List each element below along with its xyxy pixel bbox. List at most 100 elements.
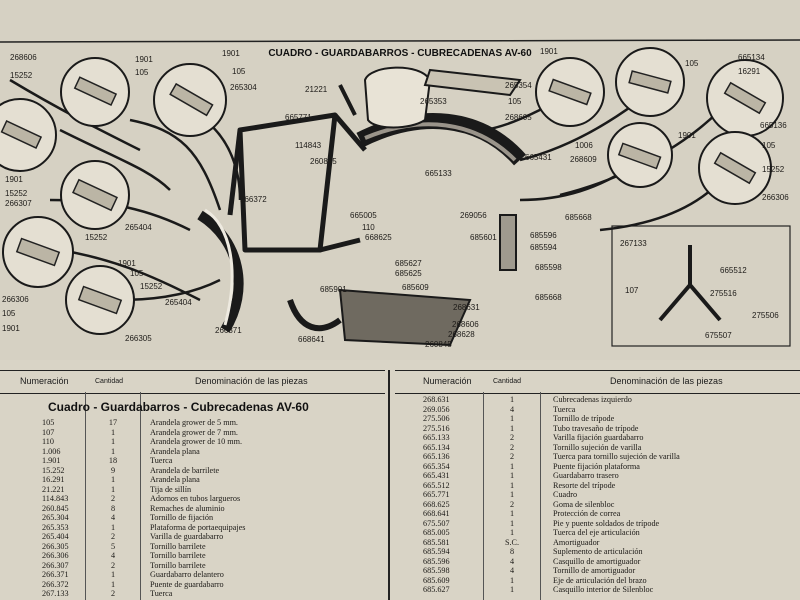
callout: 15252 — [85, 233, 108, 242]
part-number: 266.372 — [42, 579, 69, 589]
callout: 665512 — [720, 266, 747, 275]
header-numeracion: Numeración — [20, 376, 69, 386]
part-number: 665.771 — [423, 490, 450, 499]
part-quantity: 4 — [110, 551, 116, 560]
callout: 275516 — [710, 289, 737, 298]
luggage-platform — [423, 68, 522, 97]
part-number: 1.006 — [42, 446, 61, 456]
callout: 105 — [232, 67, 246, 76]
part-quantity: 1 — [509, 395, 515, 404]
part-quantity: 1 — [509, 518, 515, 528]
part-number: 266.371 — [42, 570, 69, 579]
part-quantity: 1 — [509, 490, 515, 499]
part-quantity: 2 — [509, 433, 515, 442]
callout: 685609 — [402, 283, 429, 292]
part-number: 16.291 — [42, 475, 65, 484]
callout: 265304 — [230, 83, 257, 92]
part-name: Puente fijación plataforma — [553, 461, 640, 471]
callout: 1901 — [5, 175, 23, 184]
parts-table: Numeración Cantidad Denominación de las … — [0, 370, 800, 600]
part-number: 266.305 — [42, 541, 69, 551]
part-name: Cubrecadenas derecho — [150, 599, 224, 600]
part-quantity: 2 — [509, 452, 515, 461]
part-quantity: 1 — [110, 427, 116, 437]
part-name: Arandela grower de 10 mm. — [150, 437, 243, 446]
part-quantity: 1 — [110, 579, 116, 589]
part-number: 267.133 — [42, 589, 69, 598]
callout: 260845 — [310, 157, 337, 166]
part-number: 665.134 — [423, 442, 450, 452]
header-denominacion: Denominación de las piezas — [195, 376, 308, 386]
bolt-details — [0, 70, 767, 315]
part-quantity: 1 — [509, 414, 515, 423]
part-name: Arandela grower de 7 mm. — [150, 427, 238, 437]
callout: 265353 — [420, 97, 447, 106]
part-number: 665.136 — [423, 452, 450, 461]
tripod-stand — [658, 245, 722, 322]
part-quantity: 2 — [110, 494, 116, 503]
callout: 268609 — [570, 155, 597, 164]
diagram-title: CUADRO - GUARDABARROS - CUBRECADENAS AV-… — [268, 48, 532, 59]
part-quantity: 1 — [509, 509, 515, 518]
table-header-right: Numeración Cantidad Denominación de las … — [395, 370, 800, 394]
callout: 1006 — [575, 141, 593, 150]
callout: 668641 — [298, 335, 325, 344]
tank-cover — [363, 66, 432, 129]
header-cantidad: Cantidad — [95, 378, 124, 385]
table-header-left: Numeración Cantidad Denominación de las … — [0, 370, 385, 394]
part-name: Tija de sillín — [150, 484, 192, 494]
part-number: 110 — [42, 437, 54, 446]
part-name: Resorte del trípode — [553, 480, 616, 490]
callout: 275506 — [752, 311, 779, 320]
part-name: Guardabarro delantero — [150, 570, 224, 579]
part-number: 266.306 — [42, 551, 69, 560]
chain-guard — [338, 288, 472, 347]
callout: 665134 — [738, 53, 765, 62]
part-name: Arandela plana — [150, 475, 200, 484]
callout: 267133 — [620, 239, 647, 248]
part-number: 668.625 — [423, 499, 450, 509]
part-number: 266.307 — [42, 560, 69, 570]
callout: 266305 — [125, 334, 152, 343]
callout: 110 — [362, 223, 375, 232]
part-name: Tornillo de amortiguador — [553, 566, 636, 575]
callout: 685594 — [530, 243, 557, 252]
callout: 665431 — [525, 153, 552, 162]
header-cantidad: Cantidad — [493, 378, 522, 385]
callout: 685668 — [565, 213, 592, 222]
part-number: 107 — [42, 427, 55, 437]
part-name: Tuerca — [150, 589, 173, 598]
part-number: 268.631 — [423, 395, 450, 404]
part-name: Tornillo barrilete — [150, 560, 206, 570]
part-quantity: 4 — [509, 566, 515, 575]
callout: 105 — [508, 97, 522, 106]
callout: 269056 — [460, 211, 487, 220]
part-number: 21.221 — [42, 484, 65, 494]
part-number: 265.353 — [42, 522, 69, 532]
part-quantity: 4 — [110, 513, 116, 522]
callout: 268606 — [10, 53, 37, 62]
callout: 260845 — [425, 340, 452, 349]
part-quantity: 1 — [509, 575, 515, 585]
callout: 668625 — [365, 233, 392, 242]
belt-protection — [287, 298, 342, 332]
callout: 265404 — [165, 298, 192, 307]
exploded-parts-diagram: CUADRO - GUARDABARROS - CUBRECADENAS AV-… — [0, 39, 800, 349]
part-quantity: 1 — [509, 423, 515, 433]
callout: 15252 — [10, 71, 33, 80]
callout: 685598 — [535, 263, 562, 272]
part-name: Goma de silenbloc — [553, 499, 615, 509]
